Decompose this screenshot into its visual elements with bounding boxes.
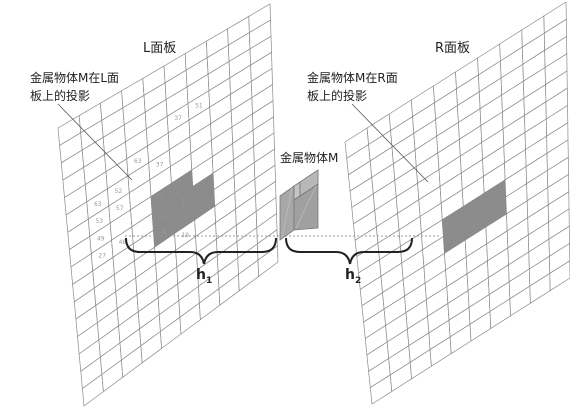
left-panel-cell-number: 52 [115,188,123,195]
right-label-leader [351,103,429,183]
left-label-leader [57,103,133,181]
left-panel-cell-number: 48 [119,239,127,246]
left-panel-cell-number: 49 [97,235,105,242]
left-panel-cell-number: 8 [162,229,166,236]
left-projection-label-line2: 板上的投影 [30,88,90,103]
right-projection-label-line1: 金属物体M在R面 [307,70,398,85]
h2-label: h2 [345,267,361,286]
h2-base: h [345,267,355,283]
h1-label: h1 [196,267,212,286]
left-panel-cell-number: 37 [174,115,182,122]
left-panel-cell-number: 2 [181,199,185,206]
left-panel-cell-number: 57 [116,205,124,212]
left-panel-title: L面板 [143,41,176,56]
left-panel-cell-number: 1 [161,212,165,219]
right-panel-grid-cell [549,260,570,292]
metal-object-m [279,169,319,241]
left-panel-cell-number: 53 [95,218,103,225]
right-projection-label-line2: 板上的投影 [307,88,367,103]
right-height-brace [285,237,413,265]
left-height-brace [125,237,277,265]
left-projection-label-line1: 金属物体M在L面 [30,70,119,85]
left-panel-cell-number: 7 [160,195,164,202]
left-panel-cell-number: 37 [156,162,164,169]
left-panel-cell-number: 63 [134,158,142,165]
left-panel-cell-number: 63 [94,201,102,208]
left-panel-cell-number: 27 [98,253,106,260]
left-panel-cell-number: 51 [195,102,203,109]
h1-base: h [196,267,206,283]
left-panel-grid: 3751636352375357497274812819 [57,3,279,407]
object-label: 金属物体M [280,150,338,165]
h2-subscript: 2 [355,276,361,286]
h1-subscript: 1 [206,276,212,286]
right-panel-grid [344,1,570,405]
right-panel-title: R面板 [435,41,470,56]
